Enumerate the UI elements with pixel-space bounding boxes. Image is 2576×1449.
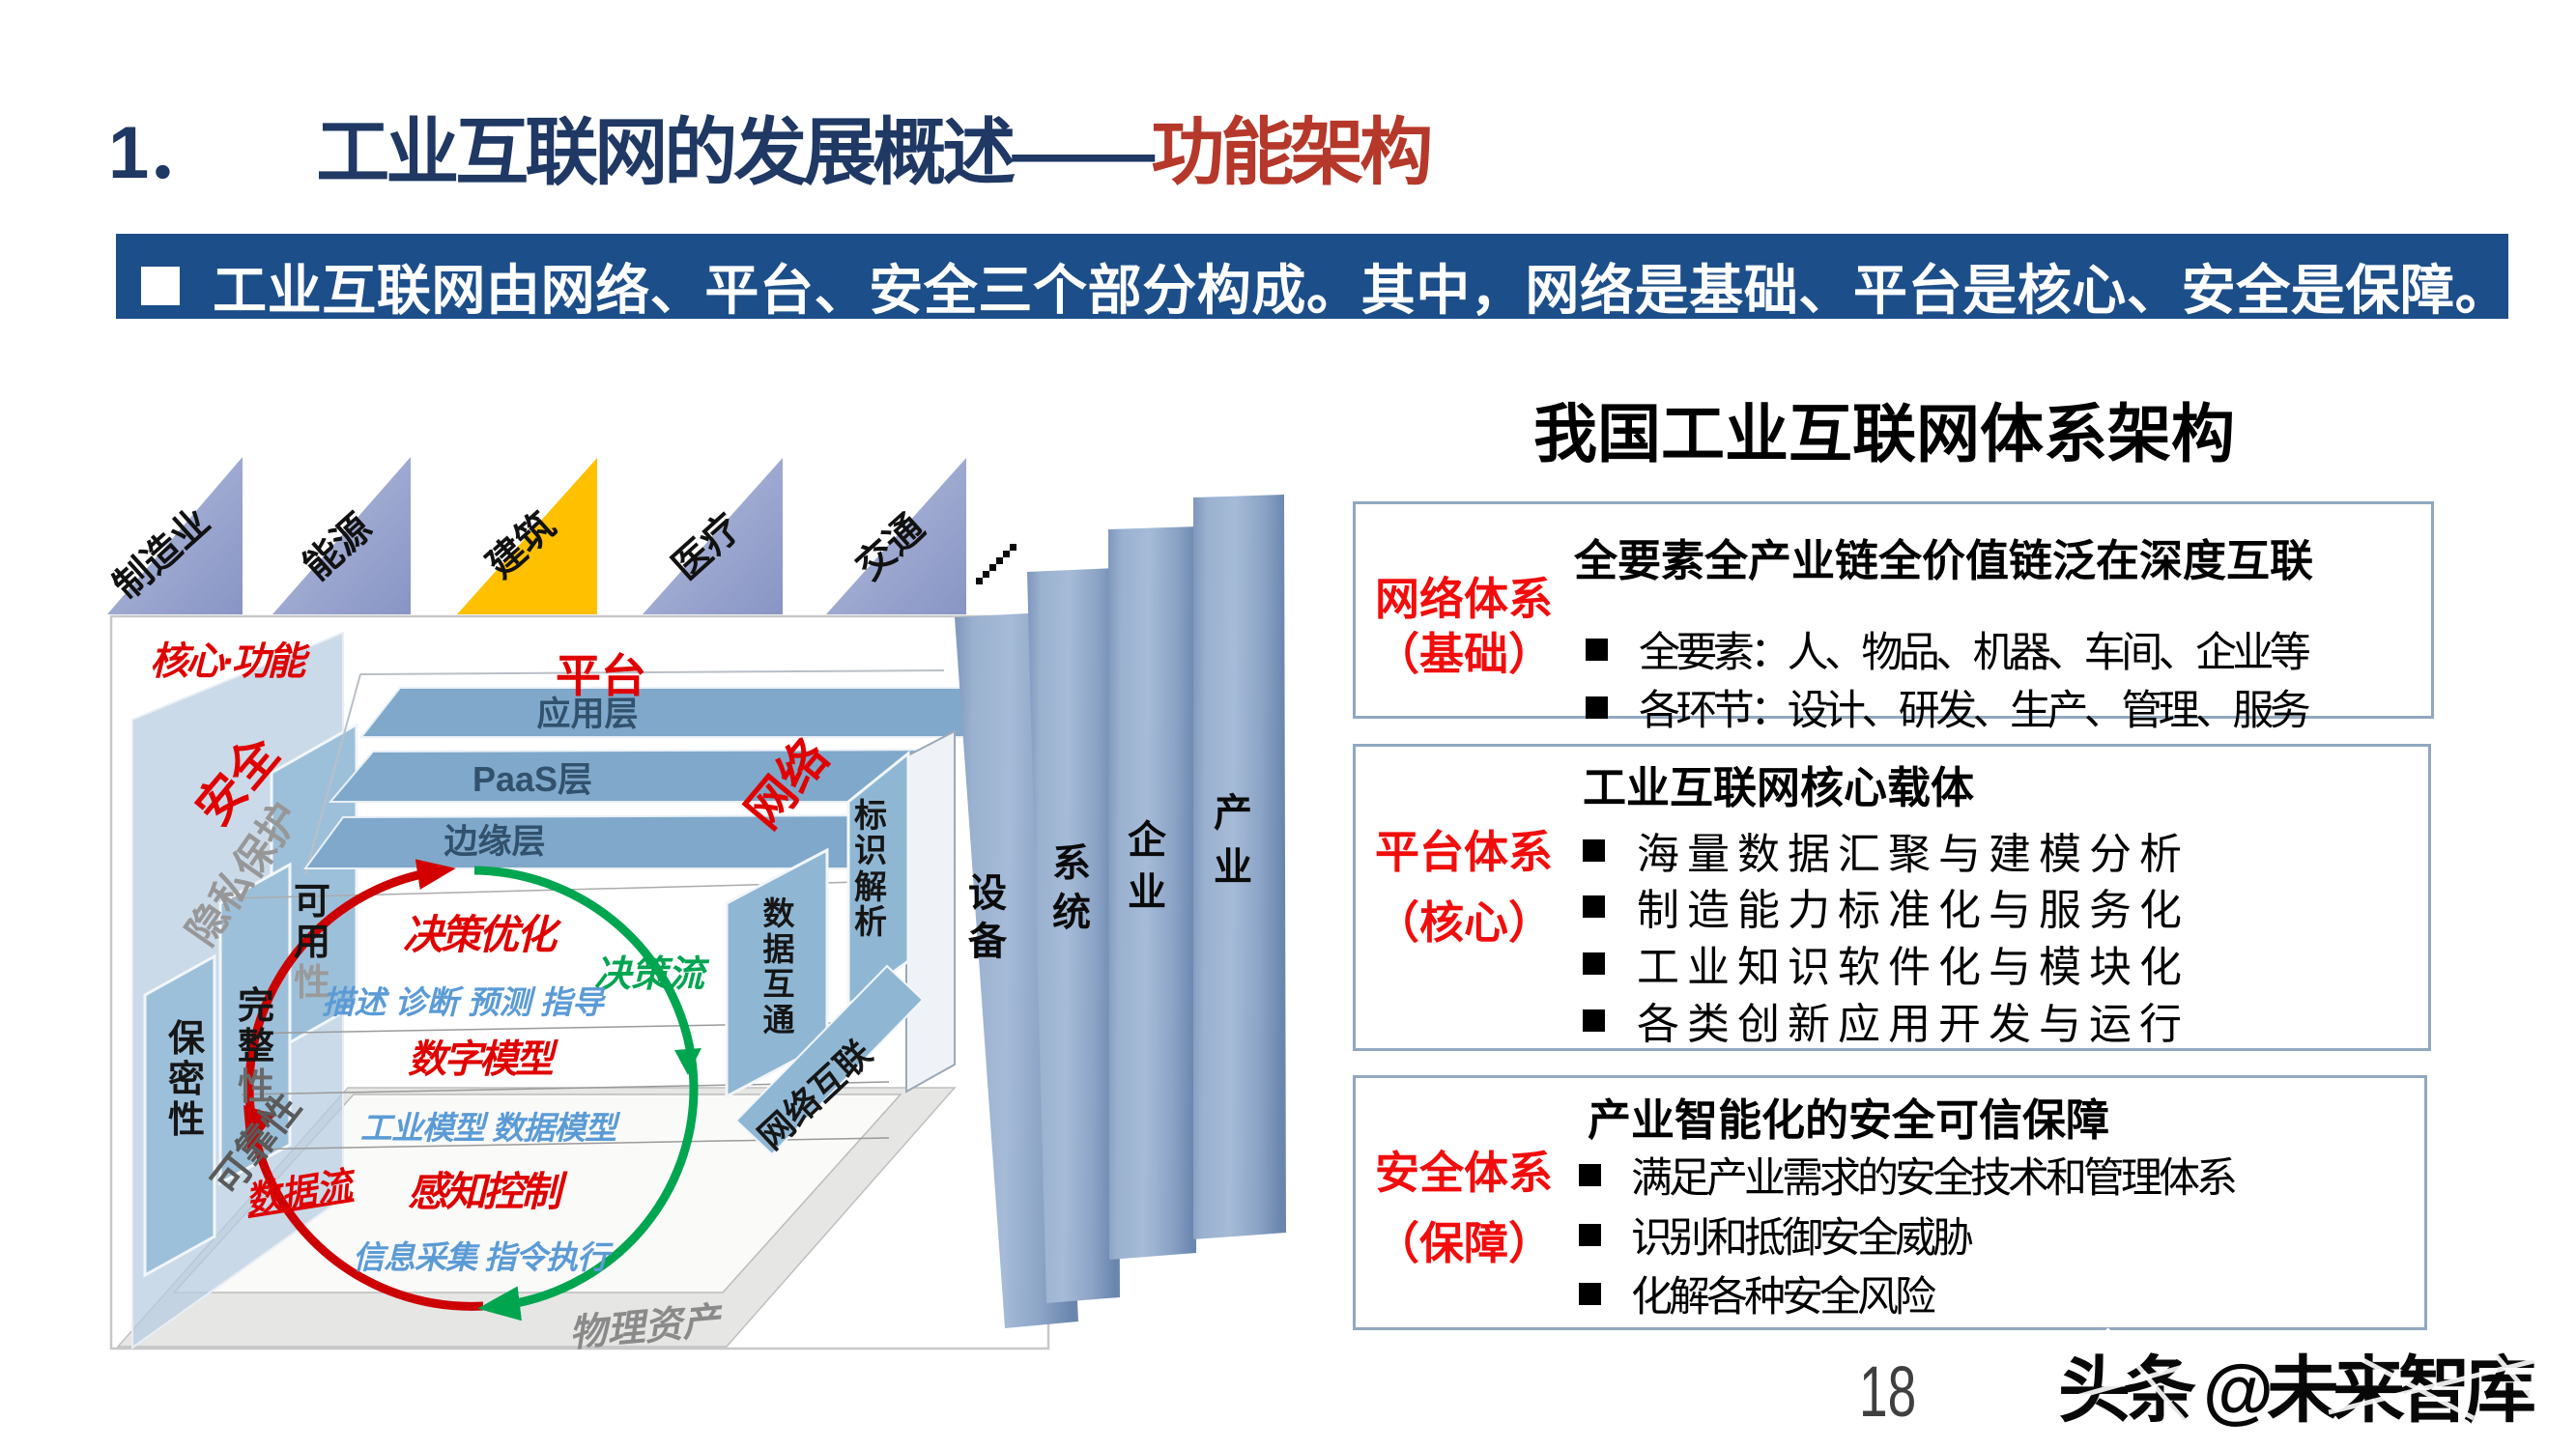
svg-text:企: 企 <box>1128 818 1167 862</box>
svg-text:决策优化: 决策优化 <box>403 912 562 957</box>
svg-text:工业模型 数据模型: 工业模型 数据模型 <box>360 1110 621 1146</box>
svg-text:标: 标 <box>854 798 887 835</box>
svg-text:平台: 平台 <box>556 650 646 701</box>
svg-text:统: 统 <box>1052 892 1091 934</box>
svg-text:产: 产 <box>1214 792 1252 835</box>
svg-text:边缘层: 边缘层 <box>444 823 545 861</box>
svg-text:决策流: 决策流 <box>594 954 710 995</box>
svg-text:系: 系 <box>1052 842 1091 885</box>
svg-text:可: 可 <box>294 882 330 923</box>
svg-text:互: 互 <box>763 966 795 1002</box>
svg-text:性: 性 <box>294 963 330 1004</box>
svg-text:业: 业 <box>1214 846 1252 889</box>
svg-text:识: 识 <box>854 833 887 869</box>
svg-text:应用层: 应用层 <box>536 695 638 733</box>
svg-text:密: 密 <box>168 1060 205 1100</box>
svg-text:描述 诊断 预测 指导: 描述 诊断 预测 指导 <box>322 984 607 1020</box>
svg-text:数: 数 <box>763 895 796 931</box>
svg-text:用: 用 <box>294 923 330 963</box>
svg-text:完: 完 <box>238 985 274 1027</box>
svg-text:保: 保 <box>168 1019 206 1060</box>
svg-text:核心·功能: 核心·功能 <box>150 640 310 683</box>
svg-text:业: 业 <box>1128 871 1166 914</box>
svg-text:通: 通 <box>763 1002 795 1037</box>
svg-text:性: 性 <box>238 1067 274 1108</box>
svg-text:解: 解 <box>854 869 887 906</box>
svg-text:性: 性 <box>168 1100 205 1141</box>
svg-text:设: 设 <box>968 872 1007 915</box>
svg-text:信息采集 指令执行: 信息采集 指令执行 <box>353 1239 614 1275</box>
svg-text:PaaS层: PaaS层 <box>472 759 592 799</box>
svg-text:据: 据 <box>763 931 795 967</box>
svg-text:数字模型: 数字模型 <box>408 1038 558 1081</box>
svg-text:感知控制: 感知控制 <box>408 1169 568 1214</box>
svg-text:备: 备 <box>968 921 1008 963</box>
svg-text:析: 析 <box>854 904 887 941</box>
svg-text:整: 整 <box>238 1027 274 1067</box>
